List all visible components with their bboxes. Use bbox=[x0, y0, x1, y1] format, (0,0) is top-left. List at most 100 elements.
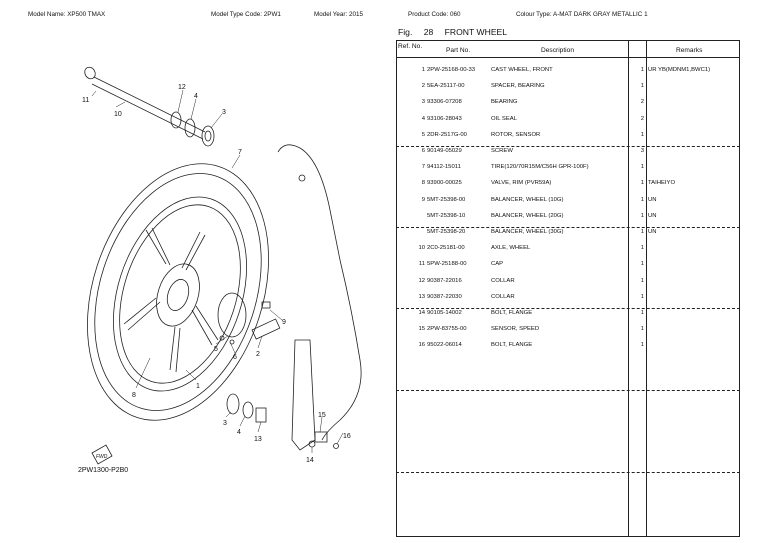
row-description: BALANCER, WHEEL (30G) bbox=[491, 229, 564, 235]
callout-5: 5 bbox=[214, 346, 218, 353]
row-description: BALANCER, WHEEL (20G) bbox=[491, 212, 564, 219]
rotor-sensor-drawing bbox=[217, 292, 247, 338]
callout-15: 15 bbox=[318, 412, 326, 419]
callout-12: 12 bbox=[178, 84, 186, 91]
row-part-no: 94112-15011 bbox=[427, 164, 461, 171]
callout-10: 10 bbox=[114, 111, 122, 118]
callout-6: 6 bbox=[233, 354, 237, 361]
callout-2: 2 bbox=[256, 351, 260, 358]
row-part-no: 5EA-25117-00 bbox=[427, 83, 465, 90]
row-ref-no: 16 bbox=[418, 342, 425, 349]
col-part-no: Part No. bbox=[446, 47, 471, 54]
row-description: VALVE, RIM (PVR59A) bbox=[491, 180, 552, 187]
svg-text:FWD: FWD bbox=[96, 454, 108, 460]
oil-seal-drawing bbox=[184, 118, 196, 138]
row-ref-no: 5 bbox=[421, 131, 425, 138]
row-ref-no: 10 bbox=[418, 245, 425, 252]
row-qty: 1 bbox=[640, 83, 644, 90]
row-description: BOLT, FLANGE bbox=[491, 310, 533, 316]
row-part-no: 93106-28043 bbox=[427, 115, 462, 122]
row-qty: 1 bbox=[640, 293, 644, 300]
row-description: OIL SEAL bbox=[491, 115, 517, 122]
row-qty: 1 bbox=[640, 131, 644, 138]
row-part-no: 5MT-25398-00 bbox=[427, 196, 466, 203]
row-part-no: 2PW-25168-00-33 bbox=[427, 67, 476, 73]
row-description: BOLT, FLANGE bbox=[491, 342, 533, 349]
callout-13: 13 bbox=[254, 436, 262, 443]
row-part-no: 90387-22016 bbox=[427, 277, 462, 284]
callout-16: 16 bbox=[343, 433, 351, 440]
row-description: AXLE, WHEEL bbox=[491, 245, 531, 252]
row-qty: 1 bbox=[640, 277, 644, 284]
row-description: SPACER, BEARING bbox=[491, 83, 545, 90]
row-part-no: 2C0-25181-00 bbox=[427, 245, 465, 252]
row-part-no: 5MT-25398-10 bbox=[427, 212, 466, 219]
row-part-no: 93900-00025 bbox=[427, 180, 462, 187]
row-description: COLLAR bbox=[491, 277, 515, 284]
row-description: COLLAR bbox=[491, 293, 515, 300]
figure-number: 28 bbox=[423, 27, 434, 37]
row-remarks: UR YB(MDNM1,BWC1) bbox=[648, 67, 711, 73]
callout-8: 8 bbox=[132, 392, 136, 399]
row-ref-no: 1 bbox=[421, 67, 425, 73]
row-part-no: 5PW-25188-00 bbox=[427, 261, 467, 268]
row-qty: 1 bbox=[640, 196, 644, 203]
callout-3: 3 bbox=[222, 109, 226, 116]
row-qty: 1 bbox=[640, 67, 644, 73]
row-qty: 1 bbox=[640, 261, 644, 268]
callout-3b: 3 bbox=[223, 420, 227, 427]
row-ref-no: 9 bbox=[421, 196, 425, 203]
row-ref-no: 3 bbox=[421, 99, 425, 106]
collar-drawing bbox=[170, 111, 182, 129]
row-ref-no: 12 bbox=[418, 277, 425, 284]
front-wheel-exploded-diagram: 11 10 12 4 3 7 8 1 5 6 2 9 3 4 13 15 16 … bbox=[78, 66, 362, 474]
callout-7: 7 bbox=[238, 149, 242, 156]
figure-label: Fig. bbox=[398, 27, 413, 37]
bearing-drawing bbox=[201, 125, 215, 147]
row-qty: 2 bbox=[640, 99, 644, 106]
callout-4b: 4 bbox=[237, 429, 241, 436]
row-ref-no: 13 bbox=[418, 293, 425, 300]
row-description: CAST WHEEL, FRONT bbox=[491, 67, 553, 73]
callout-14: 14 bbox=[306, 457, 314, 464]
row-ref-no: 6 bbox=[421, 148, 425, 154]
tire-drawing bbox=[87, 163, 269, 421]
spacer-drawing bbox=[251, 318, 281, 340]
row-qty: 1 bbox=[640, 229, 644, 235]
model-name: Model Name: XP500 TMAX bbox=[28, 11, 106, 18]
row-part-no: 2DR-2517G-00 bbox=[427, 131, 467, 138]
row-part-no: 90149-05029 bbox=[427, 148, 462, 154]
row-qty: 3 bbox=[640, 148, 644, 154]
row-part-no: 93306-07208 bbox=[427, 99, 462, 106]
model-type-code: Model Type Code: 2PW1 bbox=[211, 11, 281, 18]
row-description: SCREW bbox=[491, 148, 513, 154]
row-ref-no: 7 bbox=[421, 164, 425, 171]
row-part-no: 90387-22030 bbox=[427, 293, 462, 300]
callout-4: 4 bbox=[194, 93, 198, 100]
speed-sensor-cable bbox=[277, 144, 362, 441]
colour-type: Colour Type: A-MAT DARK GRAY METALLIC 1 bbox=[516, 11, 648, 18]
row-qty: 1 bbox=[640, 342, 644, 349]
row-qty: 1 bbox=[640, 310, 644, 316]
fwd-arrow-icon: FWD bbox=[91, 444, 113, 465]
row-ref-no: 2 bbox=[421, 83, 425, 90]
row-ref-no: 8 bbox=[421, 180, 425, 187]
row-remarks: UN bbox=[648, 229, 657, 235]
row-qty: 2 bbox=[640, 115, 644, 122]
row-description: BALANCER, WHEEL (10G) bbox=[491, 196, 564, 203]
row-description: TIRE(120/70R15M/C56H GPR-100F) bbox=[491, 164, 589, 171]
callout-1: 1 bbox=[196, 383, 200, 390]
col-remarks: Remarks bbox=[676, 47, 703, 54]
row-ref-no: 4 bbox=[421, 115, 425, 122]
row-remarks: UN bbox=[648, 196, 657, 203]
row-qty: 1 bbox=[640, 164, 644, 171]
row-qty: 1 bbox=[640, 326, 644, 333]
row-qty: 1 bbox=[640, 245, 644, 252]
figure-name: FRONT WHEEL bbox=[444, 27, 508, 37]
callout-11: 11 bbox=[82, 97, 89, 104]
row-description: BEARING bbox=[491, 99, 518, 106]
product-code: Product Code: 060 bbox=[408, 11, 461, 18]
row-qty: 1 bbox=[640, 212, 644, 219]
col-description: Description bbox=[541, 47, 574, 54]
